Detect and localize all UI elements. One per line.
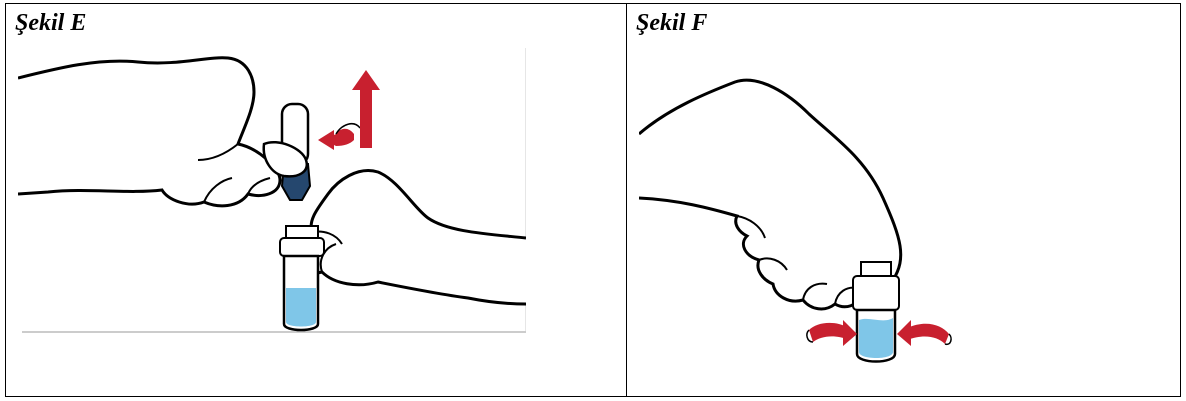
column-divider xyxy=(626,4,627,396)
swirl-arrow-left-icon xyxy=(809,322,849,342)
figure-cell-f: Şekil F xyxy=(627,4,1180,396)
up-arrow-icon xyxy=(352,70,380,90)
figure-caption-f: Şekil F xyxy=(636,10,708,36)
hand-swirling-vial-illustration xyxy=(639,48,967,368)
figure-caption-e: Şekil E xyxy=(15,10,87,36)
swirl-arrow-right-icon xyxy=(907,323,949,344)
figure-table: Şekil E xyxy=(5,3,1181,397)
figure-cell-e: Şekil E xyxy=(6,4,626,396)
hand-twisting-off-vial-adapter-cap-illustration xyxy=(18,48,526,333)
